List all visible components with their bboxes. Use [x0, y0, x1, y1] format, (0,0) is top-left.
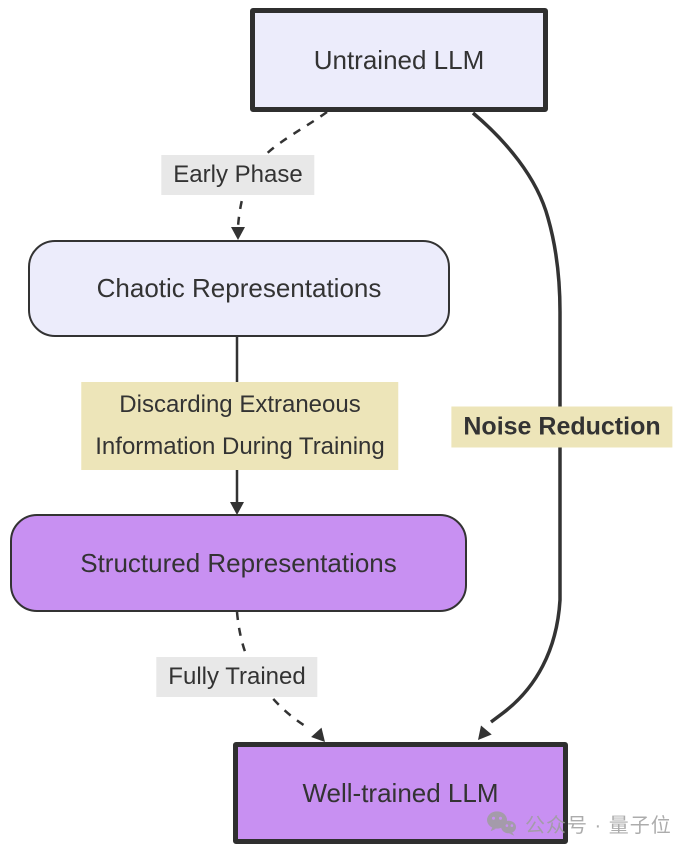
node-chaotic-representations: Chaotic Representations — [28, 240, 450, 337]
node-untrained-llm-label: Untrained LLM — [313, 44, 485, 75]
edge-label-noise-reduction: Noise Reduction — [451, 406, 673, 448]
node-structured-representations: Structured Representations — [10, 514, 467, 612]
node-well-trained-llm: Well-trained LLM — [233, 742, 568, 844]
watermark: 公众号 · 量子位 — [486, 809, 672, 838]
edge-noise-reduction — [471, 111, 562, 724]
edge-label-fully-trained-text: Fully Trained — [168, 663, 306, 690]
edge-label-noise-reduction-text: Noise Reduction — [463, 412, 661, 441]
arrowhead-fully-trained — [311, 727, 325, 742]
watermark-text: 公众号 · 量子位 — [525, 815, 672, 837]
edge-label-discarding: Discarding Extraneous Information During… — [81, 382, 399, 470]
wechat-icon — [487, 811, 516, 836]
edge-label-discarding-line2: Information During Training — [95, 433, 385, 460]
edge-label-early-phase-text: Early Phase — [173, 161, 303, 188]
node-chaotic-representations-label: Chaotic Representations — [96, 273, 382, 303]
edge-label-discarding-line1: Discarding Extraneous — [119, 391, 361, 418]
arrowhead-discarding — [230, 502, 244, 515]
edge-label-fully-trained: Fully Trained — [156, 657, 318, 697]
arrowhead-noise-reduction — [478, 725, 492, 740]
node-well-trained-llm-label: Well-trained LLM — [302, 777, 499, 808]
arrowhead-early-phase — [231, 227, 245, 240]
node-untrained-llm: Untrained LLM — [250, 8, 548, 112]
edge-label-early-phase: Early Phase — [161, 155, 315, 195]
node-structured-representations-label: Structured Representations — [80, 547, 397, 578]
edge-fully-trained — [235, 611, 311, 731]
